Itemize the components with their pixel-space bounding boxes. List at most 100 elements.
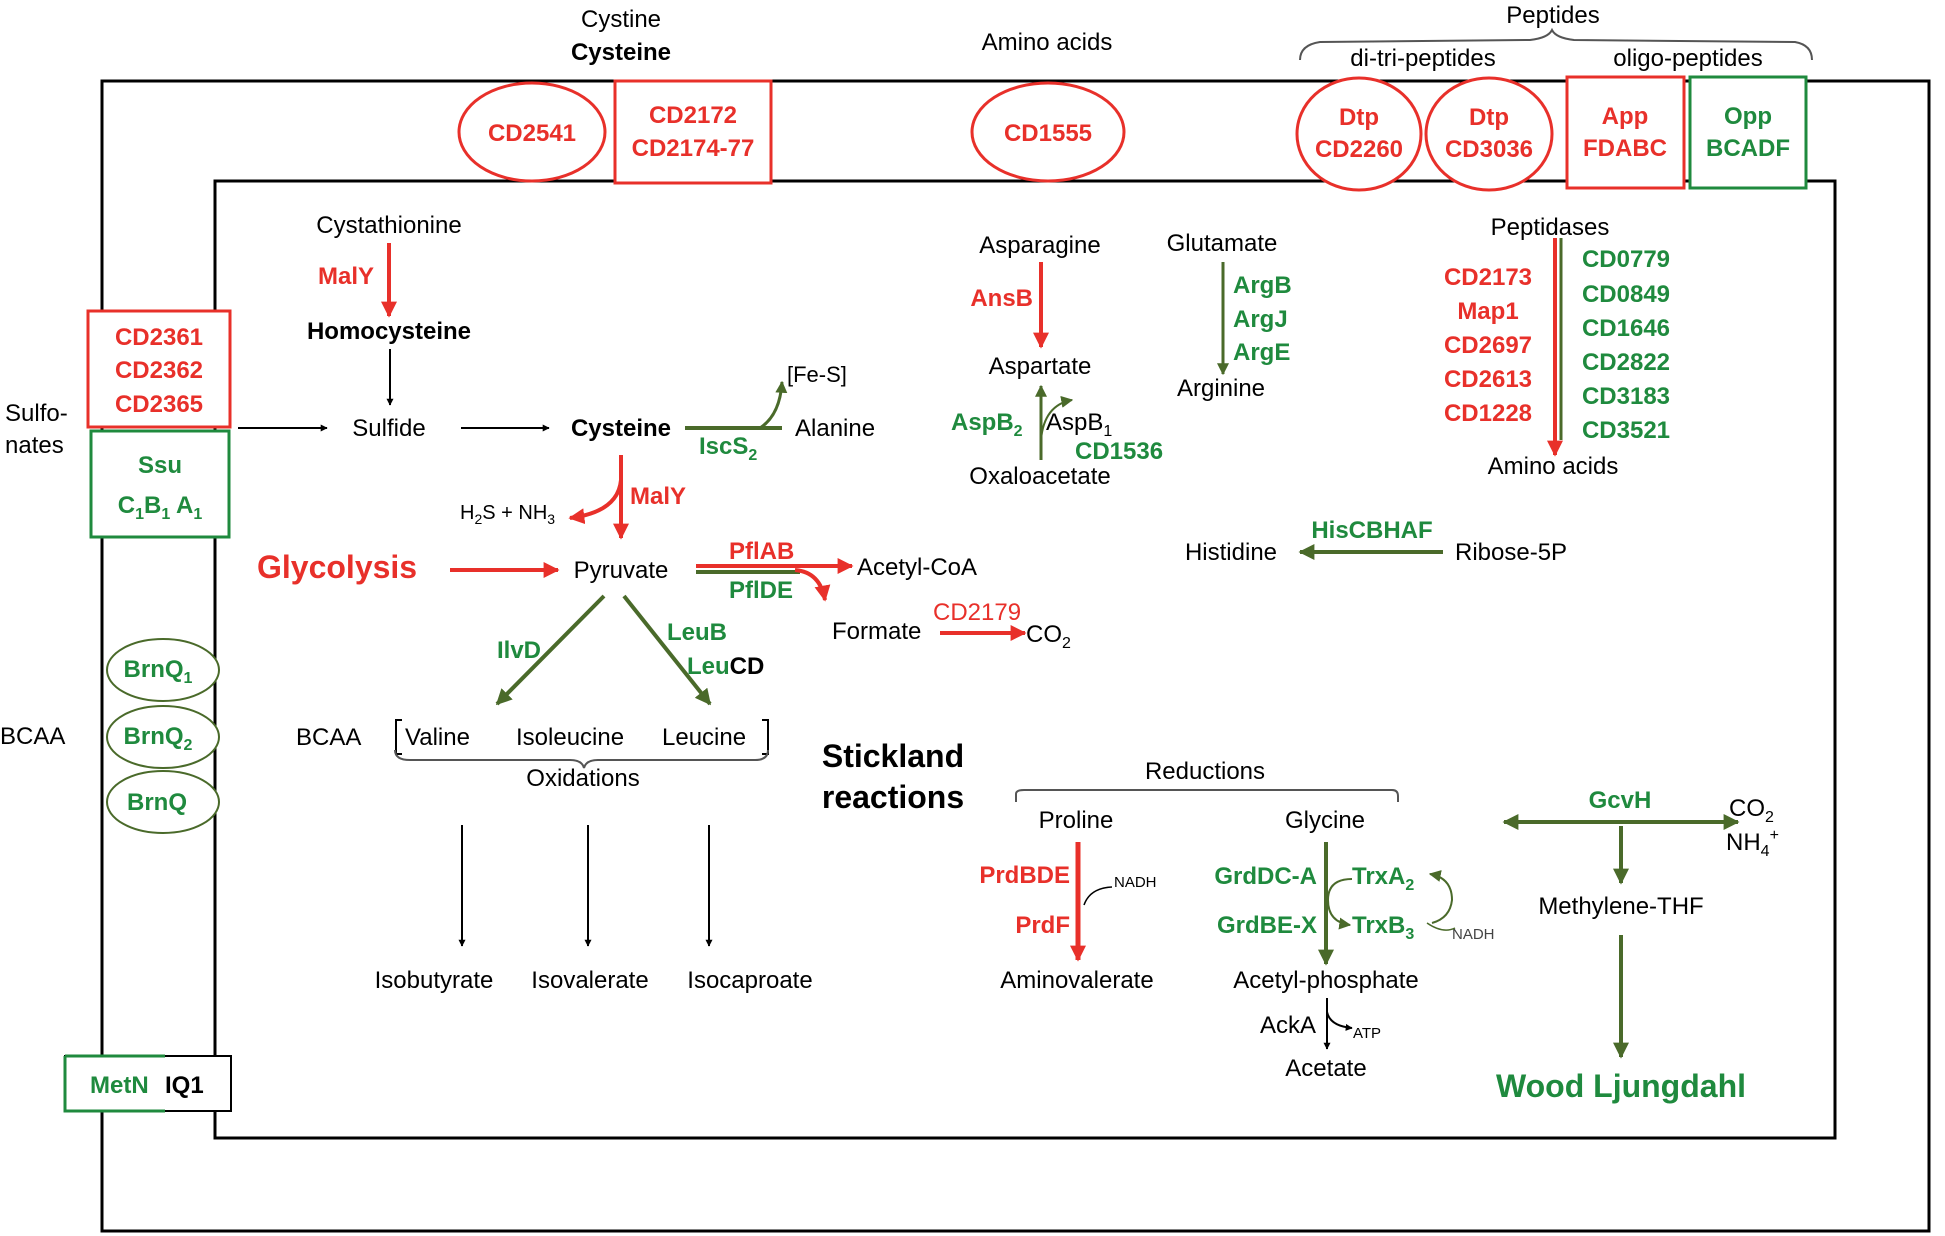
aspb1-enzyme: AspB1 [1046, 409, 1112, 440]
argb-enzyme: ArgB [1233, 272, 1292, 299]
ssu-label: Ssu [138, 452, 182, 479]
metn-label: MetN [90, 1072, 149, 1099]
cd2361-transporter [86, 309, 232, 429]
ribose-5p-label: Ribose-5P [1455, 539, 1567, 566]
argj-enzyme: ArgJ [1233, 306, 1288, 333]
ssu-transporter [89, 429, 231, 539]
peptides-label: Peptides [1506, 2, 1599, 29]
asparagine-label: Asparagine [979, 232, 1100, 259]
acetyl-phosphate-label: Acetyl-phosphate [1233, 967, 1418, 994]
maly-enzyme-2: MalY [630, 483, 686, 510]
peptidase-green-0: CD0779 [1582, 246, 1670, 273]
dtp-cd3036-transporter [1424, 76, 1554, 192]
peptidase-red-2: CD2697 [1444, 332, 1532, 359]
acetate-label: Acetate [1285, 1055, 1366, 1082]
isobutyrate-label: Isobutyrate [375, 967, 494, 994]
sulfo-label: Sulfo- [5, 400, 68, 427]
alanine-label: Alanine [795, 415, 875, 442]
trxb3-enzyme: TrxB3 [1352, 912, 1414, 943]
hiscbhaf-enzyme: HisCBHAF [1311, 517, 1432, 544]
opp-label: Opp [1724, 103, 1772, 130]
app-transporter [1565, 75, 1686, 190]
aspartate-label: Aspartate [989, 353, 1092, 380]
pflde-enzyme: PflDE [729, 577, 793, 604]
proline-label: Proline [1039, 807, 1114, 834]
arginine-label: Arginine [1177, 375, 1265, 402]
cd2361-label: CD2361 [115, 324, 203, 351]
amino-acid-transport: Amino acids CD1555 [970, 29, 1126, 183]
peptide-transport: Peptides di-tri-peptides oligo-peptides … [1295, 2, 1813, 192]
cysteine-label: Cysteine [571, 415, 671, 442]
dtp2-label: Dtp [1469, 104, 1509, 131]
acetyl-coa-label: Acetyl-CoA [857, 554, 977, 581]
fes-label: [Fe-S] [787, 362, 847, 387]
brnq2-label: BrnQ2 [124, 723, 193, 754]
peptidase-red-4: CD1228 [1444, 400, 1532, 427]
ilvd-enzyme: IlvD [497, 637, 541, 664]
brnq1-label: BrnQ1 [124, 656, 193, 687]
cd2172-label: CD2172 [649, 102, 737, 129]
fdabc-label: FDABC [1583, 135, 1667, 162]
wood-ljungdahl-branch: GcvH CO2 NH4+ Methylene-THF Wood Ljungda… [1496, 787, 1779, 1104]
aminovalerate-label: Aminovalerate [1000, 967, 1153, 994]
cd1536-enzyme: CD1536 [1075, 438, 1163, 465]
cd2260-label: CD2260 [1315, 136, 1403, 163]
brnq2-transporter [106, 705, 220, 769]
oligo-peptides-label: oligo-peptides [1613, 45, 1762, 72]
peptidase-red-3: CD2613 [1444, 366, 1532, 393]
cystine-label: Cystine [581, 6, 661, 33]
wood-ljungdahl-label: Wood Ljungdahl [1496, 1068, 1746, 1104]
homocysteine-label: Homocysteine [307, 318, 471, 345]
oxaloacetate-label: Oxaloacetate [969, 463, 1110, 490]
histidine-label: Histidine [1185, 539, 1277, 566]
cd2362-label: CD2362 [115, 357, 203, 384]
gcvh-enzyme: GcvH [1589, 787, 1652, 814]
opp-transporter [1688, 75, 1808, 190]
iscs-enzyme: IscS2 [699, 433, 757, 464]
oxidations-label: Oxidations [526, 765, 639, 792]
dtp-cd2260-transporter [1295, 76, 1423, 192]
ssu-subunits-label: C1B1 A1 [118, 492, 203, 523]
peptidase-green-5: CD3521 [1582, 417, 1670, 444]
brnq1-transporter [106, 638, 220, 702]
cysteine-import-label: Cysteine [571, 39, 671, 66]
bcaa-label: BCAA [296, 724, 361, 751]
reductions-label: Reductions [1145, 758, 1265, 785]
cd1555-label: CD1555 [1004, 120, 1092, 147]
peptides-brace [1299, 27, 1813, 61]
nh4-gcvh-product: NH4+ [1726, 827, 1779, 860]
trxa2-enzyme: TrxA2 [1352, 863, 1414, 894]
stickland-reactions: Stickland reactions Reductions Proline G… [822, 738, 1495, 1082]
methylene-thf-label: Methylene-THF [1538, 893, 1703, 920]
bcaa-transport: BCAA BrnQ1 BrnQ2 BrnQ [0, 638, 220, 834]
cd2179-enzyme: CD2179 [933, 599, 1021, 626]
peptidase-green-2: CD1646 [1582, 315, 1670, 342]
co2-gcvh-product: CO2 [1729, 795, 1774, 826]
ansb-enzyme: AnsB [970, 285, 1033, 312]
nadh-glycine: NADH [1452, 926, 1495, 943]
formate-label: Formate [832, 618, 921, 645]
cysteine-pathway: Cystathionine MalY Homocysteine Sulfide … [238, 212, 1071, 994]
valine-label: Valine [405, 724, 470, 751]
cd2172-transporter [613, 79, 773, 185]
cd3036-label: CD3036 [1445, 136, 1533, 163]
outer-cell-membrane [100, 79, 1931, 1233]
aspb2-enzyme: AspB2 [951, 409, 1023, 440]
oxidations-brace [394, 749, 769, 769]
pyruvate-label: Pyruvate [574, 557, 669, 584]
bcaa-import-label: BCAA [0, 723, 65, 750]
maly-enzyme-1: MalY [318, 263, 374, 290]
sulfide-label: Sulfide [352, 415, 425, 442]
app-label: App [1602, 103, 1649, 130]
sulfonate-transport: Sulfo- nates CD2361 CD2362 CD2365 Ssu C1… [5, 309, 232, 539]
nadh-proline: NADH [1114, 874, 1157, 891]
iq1-label: IQ1 [165, 1072, 204, 1099]
cystathionine-label: Cystathionine [316, 212, 461, 239]
peptidase-green-3: CD2822 [1582, 349, 1670, 376]
peptidases-label: Peptidases [1491, 214, 1610, 241]
reductions-brace [1015, 789, 1399, 802]
co2-formate-product: CO2 [1026, 621, 1071, 652]
isoleucine-label: Isoleucine [516, 724, 624, 751]
